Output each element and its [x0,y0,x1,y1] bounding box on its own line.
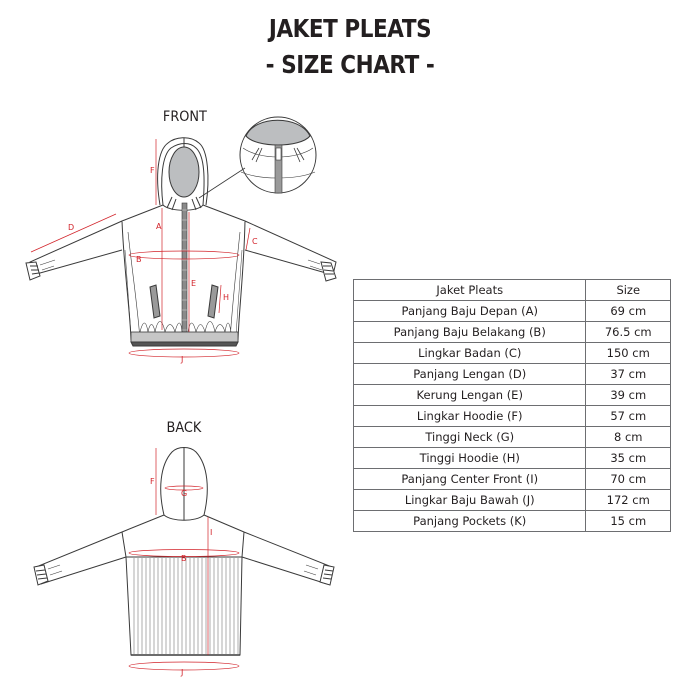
page-title: JAKET PLEATS [268,14,432,43]
back-measure-label-g: G [181,489,187,498]
table-row: Lingkar Baju Bawah (J)172 cm [352,489,671,511]
row-name: Tinggi Neck (G) [352,426,587,448]
front-jacket-illustration [25,116,337,347]
back-measure-label-i: I [210,528,212,537]
row-name: Kerung Lengan (E) [352,384,587,406]
row-size: 150 cm [585,342,671,364]
measure-label-h: H [223,293,229,302]
front-measure-labels: F A D B C E H J [68,166,258,364]
row-size: 57 cm [585,405,671,427]
row-name: Panjang Center Front (I) [352,468,587,490]
table-row: Lingkar Badan (C)150 cm [352,342,671,364]
page-subtitle: - SIZE CHART - [265,50,435,79]
row-size: 70 cm [585,468,671,490]
size-chart-table: Jaket Pleats Size Panjang Baju Depan (A)… [352,279,671,532]
back-measure-label-j: J [180,668,183,677]
table-row: Panjang Lengan (D)37 cm [352,363,671,385]
table-row: Panjang Pockets (K)15 cm [352,510,671,532]
row-name: Panjang Baju Depan (A) [352,300,587,322]
back-measure-lines [128,448,240,671]
row-name: Panjang Baju Belakang (B) [352,321,587,343]
measure-label-f: F [150,166,155,175]
measure-label-e: E [191,279,196,288]
table-row: Tinggi Hoodie (H)35 cm [352,447,671,469]
row-name: Panjang Lengan (D) [352,363,587,385]
row-size: 76.5 cm [585,321,671,343]
table-row: Kerung Lengan (E)39 cm [352,384,671,406]
column-header-name: Jaket Pleats [352,279,587,301]
row-size: 69 cm [585,300,671,322]
back-measure-label-f: F [150,477,155,486]
table-row: Panjang Center Front (I)70 cm [352,468,671,490]
table-row: Panjang Baju Depan (A)69 cm [352,300,671,322]
measure-label-a: A [156,222,162,231]
row-name: Tinggi Hoodie (H) [352,447,587,469]
row-name: Panjang Pockets (K) [352,510,587,532]
row-size: 39 cm [585,384,671,406]
row-size: 15 cm [585,510,671,532]
back-view-label: BACK [166,420,202,436]
row-size: 8 cm [585,426,671,448]
measure-label-j: J [180,355,183,364]
front-measure-lines [30,139,251,358]
back-measure-label-b: B [181,554,187,563]
measure-label-b: B [136,255,142,264]
column-header-size: Size [585,279,671,301]
row-name: Lingkar Baju Bawah (J) [352,489,587,511]
front-view-label: FRONT [162,109,207,125]
measure-label-c: C [252,237,258,246]
table-row: Lingkar Hoodie (F)57 cm [352,405,671,427]
table-header-row: Jaket Pleats Size [352,279,671,301]
row-size: 172 cm [585,489,671,511]
row-name: Lingkar Hoodie (F) [352,405,587,427]
back-measure-labels: F G I B J [150,477,212,677]
row-size: 37 cm [585,363,671,385]
row-name: Lingkar Badan (C) [352,342,587,364]
back-jacket-illustration [33,447,335,656]
row-size: 35 cm [585,447,671,469]
measure-label-d: D [68,223,74,232]
table-row: Panjang Baju Belakang (B)76.5 cm [352,321,671,343]
table-row: Tinggi Neck (G)8 cm [352,426,671,448]
